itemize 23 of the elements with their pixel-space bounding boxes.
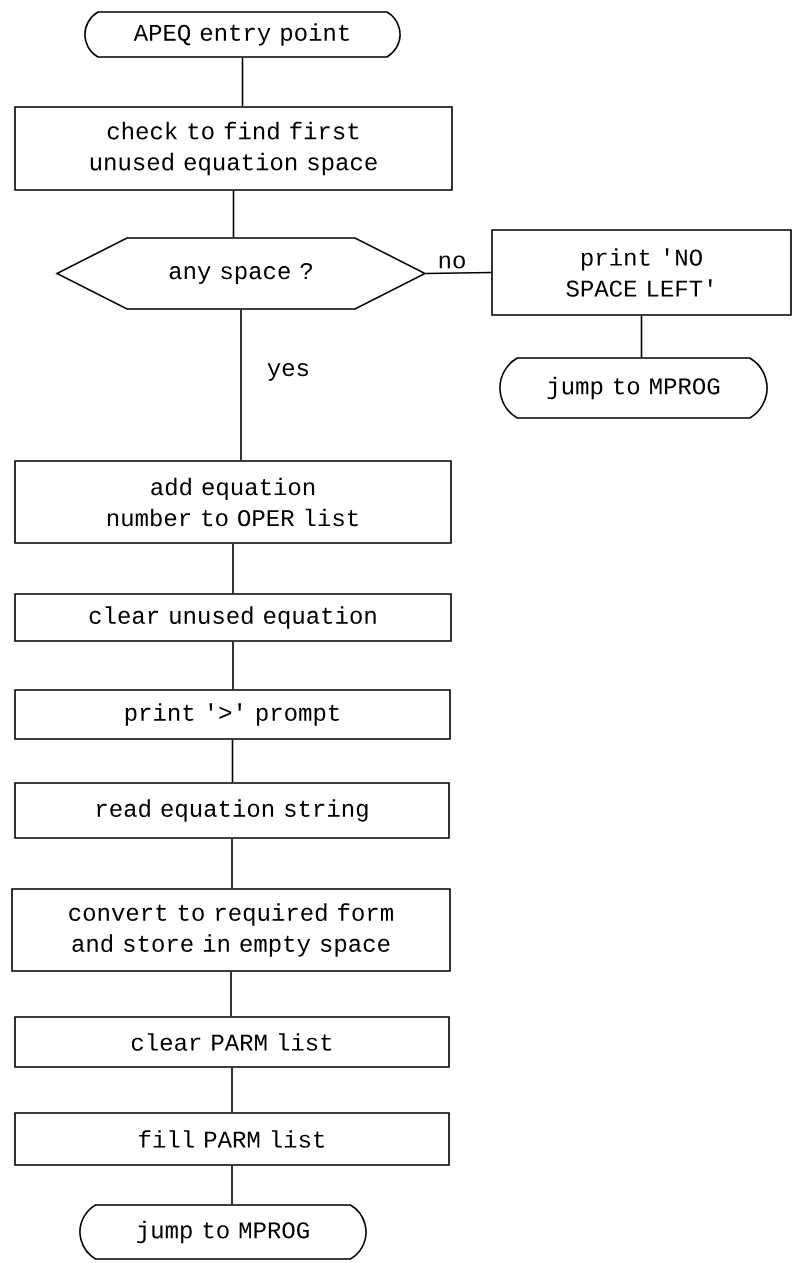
connector-line (240, 309, 242, 461)
process-box: fill PARM list (14, 1112, 450, 1166)
connector-line (230, 971, 232, 1017)
connector-line (241, 57, 244, 107)
process-box: convert to required form and store in empty space (11, 888, 451, 972)
edge-label: yes (265, 362, 311, 382)
process-box: add equation number to OPER list (14, 460, 452, 544)
process-box: check to find first unused equation space (14, 106, 453, 191)
connector-line (231, 739, 234, 783)
connector-line (232, 190, 235, 238)
connector-line (640, 315, 643, 358)
connector-line (232, 543, 234, 594)
connector-line (425, 271, 492, 275)
connector-line (231, 838, 233, 889)
connector-line (231, 1165, 233, 1205)
process-box: print '>' prompt (14, 689, 451, 740)
process-box: print 'NO SPACE LEFT' (491, 229, 792, 316)
process-box: clear PARM list (14, 1016, 450, 1068)
connector-line (232, 641, 234, 690)
edge-label: no (436, 254, 468, 270)
process-box: read equation string (14, 782, 450, 839)
connector-line (231, 1067, 233, 1113)
process-box: clear unused equation (14, 593, 452, 642)
